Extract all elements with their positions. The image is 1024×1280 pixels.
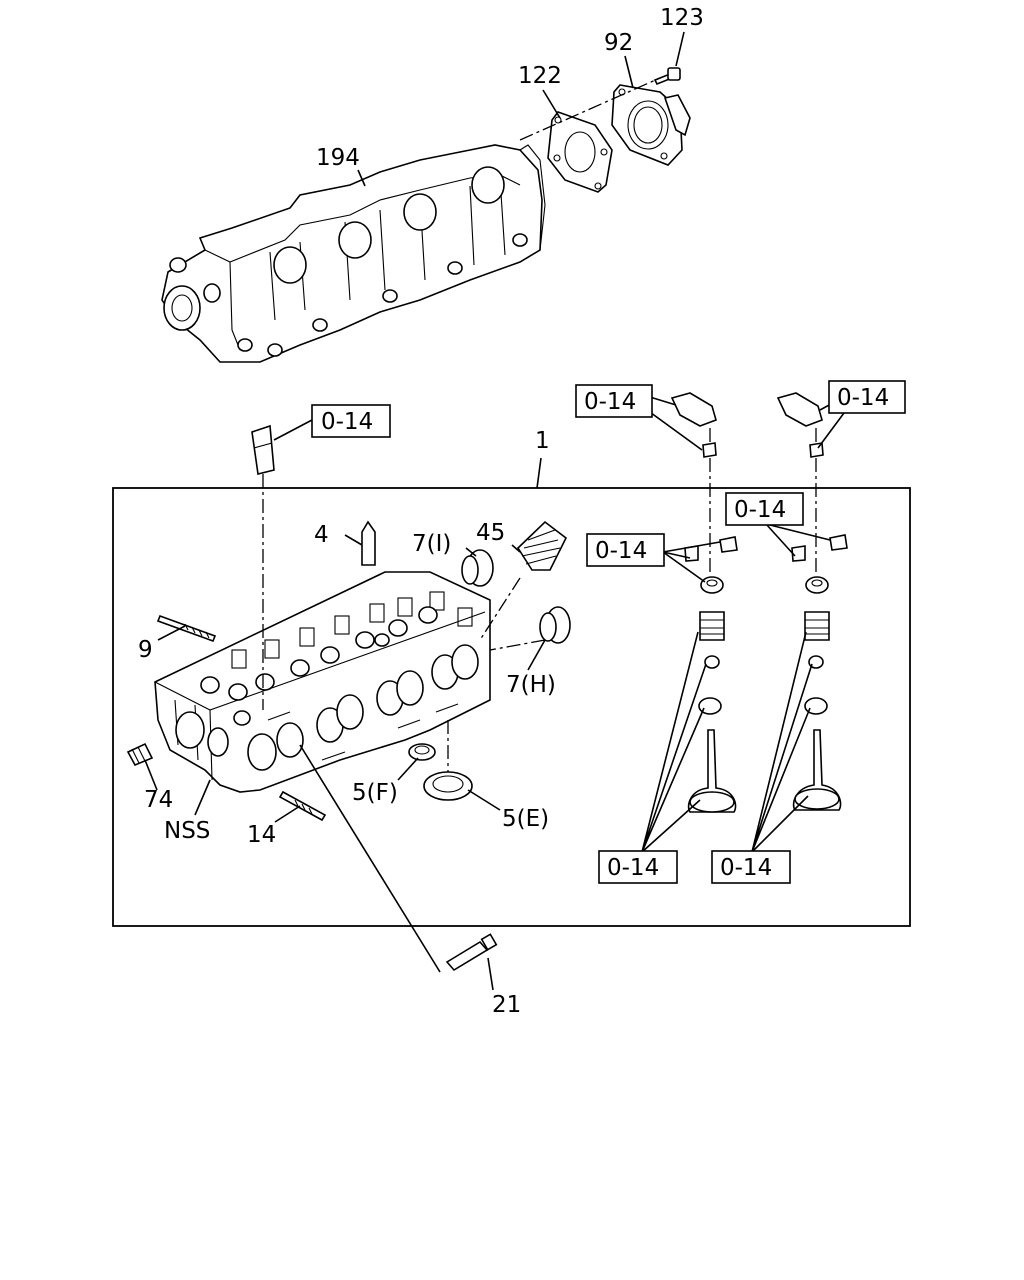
- ref-box-1: 0-14: [311, 404, 391, 438]
- callout-nss: NSS: [164, 818, 210, 844]
- callout-5F: 5(F): [352, 780, 398, 806]
- callout-9: 9: [138, 637, 153, 663]
- plug-7I: [461, 549, 494, 587]
- callout-1: 1: [535, 428, 550, 454]
- cylinder-head-assembly-frame: [112, 487, 911, 927]
- bolt-123: [653, 67, 681, 86]
- ref-box-4-label: 0-14: [734, 497, 786, 523]
- ref-box-7-label: 0-14: [720, 855, 772, 881]
- valve-train-right: [776, 392, 848, 811]
- ref-box-2-label: 0-14: [584, 389, 636, 415]
- gasket-122: [547, 111, 613, 193]
- ref-box-6-label: 0-14: [607, 855, 659, 881]
- ref-box-2: 0-14: [575, 384, 653, 418]
- plug-74: [126, 742, 154, 767]
- callout-5E: 5(E): [502, 806, 549, 832]
- callout-7H: 7(H): [506, 672, 556, 698]
- callout-194: 194: [316, 145, 360, 171]
- dowel-pin-4: [361, 520, 376, 566]
- spark-plug-21: [445, 933, 498, 972]
- seal-5E: [423, 771, 473, 801]
- valve-guide: [251, 424, 275, 475]
- stud-14: [278, 790, 327, 822]
- callout-122: 122: [518, 63, 562, 89]
- callout-14: 14: [247, 822, 276, 848]
- callout-7I: 7(I): [412, 531, 451, 557]
- ref-box-6: 0-14: [598, 850, 678, 884]
- filter-45: [516, 520, 568, 571]
- seal-5F: [408, 743, 436, 761]
- ref-box-3: 0-14: [828, 380, 906, 414]
- ref-box-3-label: 0-14: [837, 385, 889, 411]
- plug-7H: [539, 606, 571, 644]
- stud-9: [156, 614, 217, 643]
- cylinder-head: [154, 571, 491, 793]
- callout-21: 21: [492, 992, 521, 1018]
- ref-box-5-label: 0-14: [595, 538, 647, 564]
- callout-123: 123: [660, 5, 704, 31]
- callout-74: 74: [144, 787, 173, 813]
- ref-box-1-label: 0-14: [321, 409, 373, 435]
- throttle-flange-92: [611, 84, 691, 166]
- ref-box-7: 0-14: [711, 850, 791, 884]
- valve-train-left: [670, 392, 738, 813]
- callout-92: 92: [604, 30, 633, 56]
- callout-4: 4: [314, 522, 329, 548]
- callout-45: 45: [476, 520, 505, 546]
- intake-manifold-194: [161, 144, 546, 363]
- ref-box-5: 0-14: [586, 533, 665, 567]
- ref-box-4: 0-14: [725, 492, 804, 526]
